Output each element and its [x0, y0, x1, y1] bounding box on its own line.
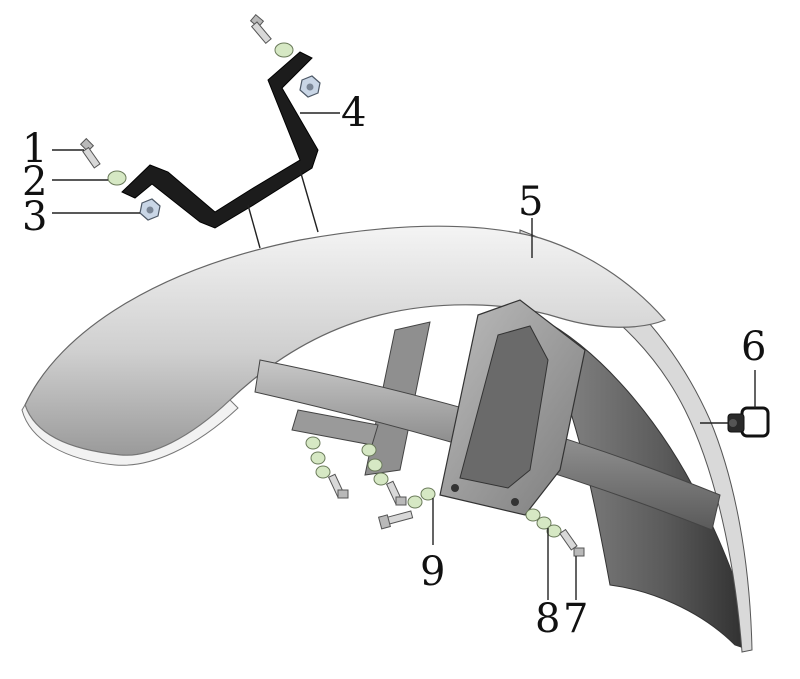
- callout-1: 1: [22, 126, 47, 172]
- plate-hole-right: [511, 498, 519, 506]
- bolt-part-1: [79, 137, 101, 169]
- plate-hole-left: [451, 484, 459, 492]
- washer-part-2: [107, 170, 127, 186]
- bolt-part-7: [559, 528, 585, 557]
- bolt-top: [249, 14, 272, 45]
- lower-left-hardware-stack-2: [361, 443, 407, 506]
- fender-front-lip: [21, 399, 239, 466]
- fender-mount-frame: [254, 299, 721, 531]
- hardware-part-8: [525, 508, 562, 538]
- washer-top: [274, 42, 294, 58]
- callout-3: 3: [22, 194, 47, 240]
- callout-7: 7: [563, 596, 588, 642]
- hardware-part-9: [377, 487, 436, 530]
- bracket-to-fender-line-right: [299, 169, 319, 233]
- nut-part-3: [139, 198, 161, 221]
- fender-bracket: [121, 51, 319, 229]
- bracket-to-fender-line-left: [247, 204, 261, 249]
- nut-top: [299, 75, 321, 98]
- lower-left-hardware-stack-1: [305, 436, 349, 499]
- callout-4: 4: [341, 90, 366, 136]
- grommet-part-6: [727, 406, 770, 438]
- callout-5: 5: [518, 179, 543, 225]
- callout-6: 6: [741, 324, 766, 370]
- center-plate-slot: [459, 325, 549, 489]
- bracket-body: [121, 51, 319, 229]
- callout-9: 9: [420, 549, 445, 595]
- callout-2: 2: [22, 159, 47, 205]
- callout-8: 8: [535, 596, 560, 642]
